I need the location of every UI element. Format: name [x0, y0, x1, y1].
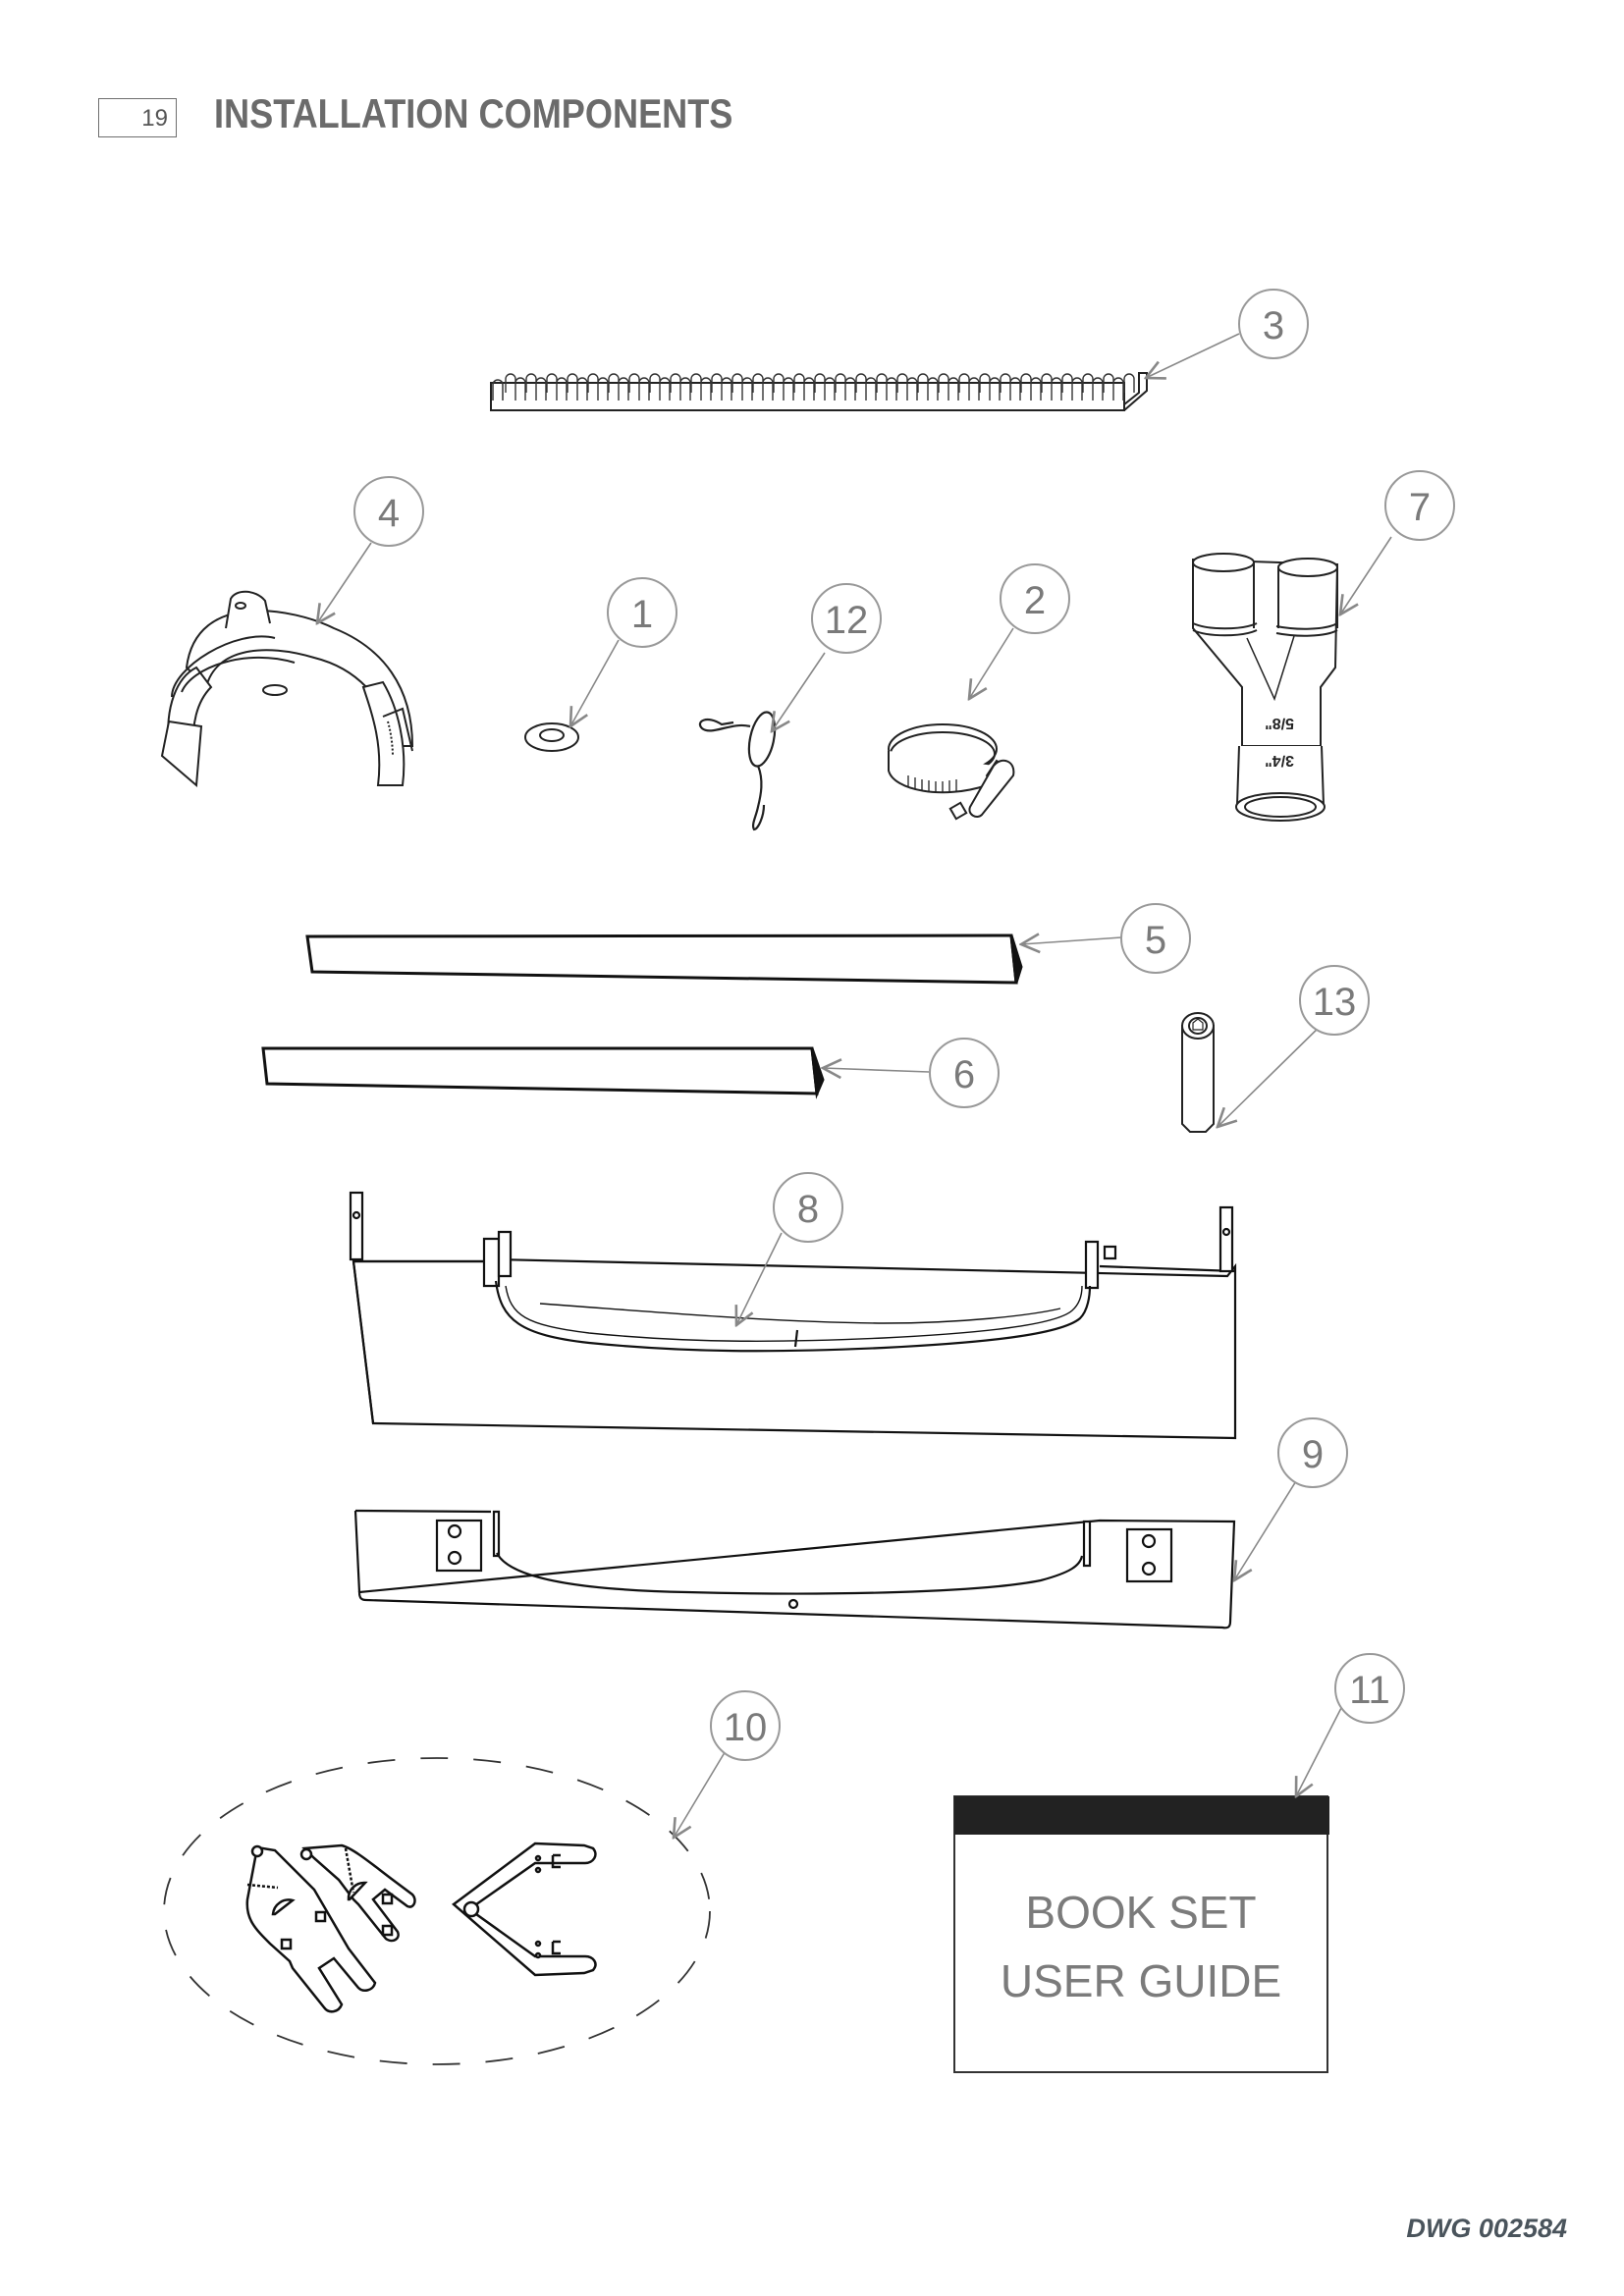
- callout-12: 12: [825, 599, 869, 642]
- callout-10: 10: [724, 1706, 768, 1749]
- page-number: 19: [98, 98, 177, 137]
- part-5-long-strip: [305, 934, 1023, 985]
- user-guide-text: USER GUIDE: [1001, 1955, 1281, 2006]
- part-6-short-strip: [261, 1046, 825, 1099]
- part-13-spacer: [1181, 1012, 1215, 1133]
- callout-2: 2: [1024, 579, 1046, 622]
- callout-3: 3: [1263, 304, 1284, 347]
- part-1-washer: [524, 722, 579, 752]
- page-title: INSTALLATION COMPONENTS: [214, 90, 733, 136]
- callout-7: 7: [1409, 486, 1431, 529]
- callout-5: 5: [1145, 919, 1166, 962]
- part-2-hose-clamp: [888, 723, 1015, 821]
- callout-1: 1: [631, 593, 653, 636]
- part-12-wire-tie: [698, 711, 777, 831]
- callout-labels: 3 4 1 12 2 7 5 6 13 8 9 10 11: [378, 304, 1431, 1749]
- part-9-lower-panel: [353, 1509, 1236, 1629]
- leader-lines: [317, 333, 1392, 1838]
- drawing-number: DWG 002584: [1406, 2214, 1567, 2243]
- part-11-book-set: BOOK SET USER GUIDE: [953, 1795, 1329, 2073]
- part-7-y-connector: 5/8" 3/4": [1192, 553, 1339, 822]
- callout-9: 9: [1302, 1433, 1324, 1476]
- part-8-front-panel: [349, 1191, 1237, 1440]
- svg-text:3/4": 3/4": [1265, 752, 1294, 769]
- book-set-text: BOOK SET: [1025, 1887, 1256, 1938]
- callout-11: 11: [1349, 1669, 1390, 1712]
- part-4-hose-clip: [160, 590, 414, 788]
- svg-text:5/8": 5/8": [1265, 715, 1294, 731]
- callout-13: 13: [1313, 981, 1357, 1024]
- callout-4: 4: [378, 492, 400, 535]
- part-3-toothed-strip: [490, 372, 1148, 411]
- callout-6: 6: [953, 1053, 975, 1096]
- part-10-bracket-set: [163, 1757, 711, 2065]
- callout-8: 8: [797, 1188, 819, 1231]
- callouts: [353, 289, 1455, 1761]
